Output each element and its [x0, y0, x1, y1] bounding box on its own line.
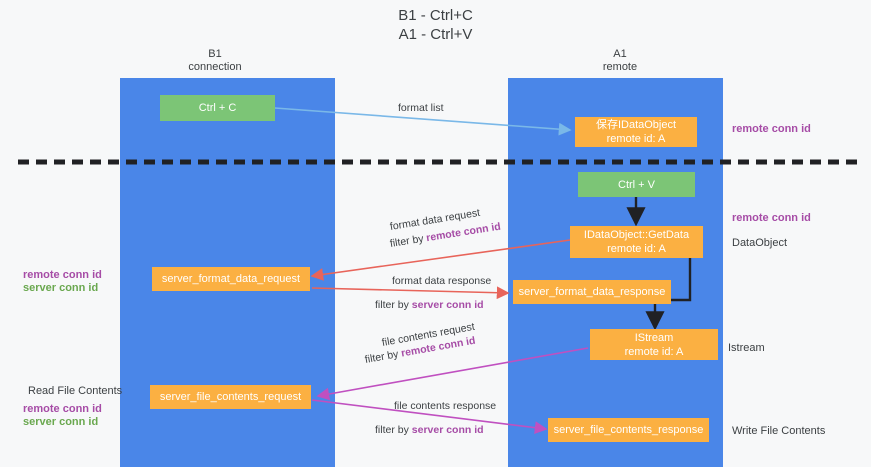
edge-label-format-data-response-filter: filter by server conn id [375, 298, 484, 312]
node-istream[interactable]: IStream remote id: A [590, 329, 718, 360]
node-istream-line2: remote id: A [624, 345, 684, 358]
node-server-format-data-response[interactable]: server_format_data_response [513, 280, 671, 304]
annotation-right-istream: Istream [728, 342, 765, 354]
node-save-idataobject[interactable]: 保存IDataObject remote id: A [575, 117, 697, 147]
filter-key-server-conn-id: server conn id [411, 299, 484, 311]
diagram-title: B1 - Ctrl+C A1 - Ctrl+V [0, 6, 871, 44]
annotation-left-server-conn-id-bottom: server conn id [23, 416, 99, 428]
node-server-format-data-request[interactable]: server_format_data_request [152, 267, 310, 291]
node-server-file-contents-response-label: server_file_contents_response [553, 424, 704, 436]
annotation-left-remote-conn-id-mid: remote conn id [23, 269, 102, 281]
node-server-file-contents-response[interactable]: server_file_contents_response [548, 418, 709, 442]
filter-prefix: filter by [375, 424, 412, 436]
node-server-format-data-request-label: server_format_data_request [161, 273, 301, 285]
node-server-file-contents-request-label: server_file_contents_request [159, 391, 302, 403]
annotation-left-read-file-contents: Read File Contents [28, 385, 123, 397]
filter-key-server-conn-id: server conn id [411, 424, 484, 436]
annotation-right-write-file-contents: Write File Contents [732, 425, 826, 437]
edge-label-file-contents-response-filter: filter by server conn id [375, 423, 484, 437]
column-header-a1-sub: remote [602, 61, 638, 73]
filter-prefix: filter by [375, 299, 412, 311]
arrow-format-data-response [311, 286, 510, 300]
title-line-1: B1 - Ctrl+C [398, 7, 473, 24]
node-server-file-contents-request[interactable]: server_file_contents_request [150, 385, 311, 409]
node-idataobject-getdata[interactable]: IDataObject::GetData remote id: A [570, 226, 703, 258]
arrow-file-contents-request [316, 347, 589, 401]
edge-label-file-contents-response: file contents response [394, 400, 497, 412]
title-line-2: A1 - Ctrl+V [398, 26, 473, 43]
node-ctrl-c[interactable]: Ctrl + C [160, 95, 275, 121]
column-header-a1: A1 remote [560, 48, 680, 74]
column-header-b1: B1 connection [155, 48, 275, 74]
node-save-idataobject-line2: remote id: A [606, 133, 666, 145]
edge-label-format-list: format list [398, 102, 444, 114]
node-ctrl-v[interactable]: Ctrl + V [578, 172, 695, 197]
annotation-right-remote-conn-id-mid: remote conn id [732, 212, 811, 224]
annotation-left-remote-conn-id-bottom: remote conn id [23, 403, 102, 415]
arrow-format-list [274, 107, 572, 136]
node-ctrl-v-label: Ctrl + V [618, 178, 655, 191]
annotation-right-remote-conn-id-top: remote conn id [732, 123, 811, 135]
node-save-idataobject-line1: 保存IDataObject [595, 119, 677, 131]
arrow-format-data-request [310, 239, 571, 281]
column-header-b1-name: B1 [208, 48, 222, 60]
edge-label-format-data-response: format data response [392, 275, 492, 287]
arrow-file-contents-response [311, 399, 548, 434]
node-idataobject-getdata-line1: IDataObject::GetData [583, 229, 690, 241]
node-istream-line1: IStream [634, 331, 674, 344]
column-header-a1-name: A1 [613, 48, 627, 60]
column-header-b1-sub: connection [188, 61, 242, 73]
node-idataobject-getdata-line2: remote id: A [607, 243, 666, 255]
arrow-getdata-istream [645, 258, 692, 331]
annotation-right-dataobject: DataObject [732, 237, 788, 249]
annotation-left-server-conn-id-mid: server conn id [23, 282, 99, 294]
node-ctrl-c-label: Ctrl + C [198, 102, 237, 114]
node-server-format-data-response-label: server_format_data_response [518, 286, 666, 298]
